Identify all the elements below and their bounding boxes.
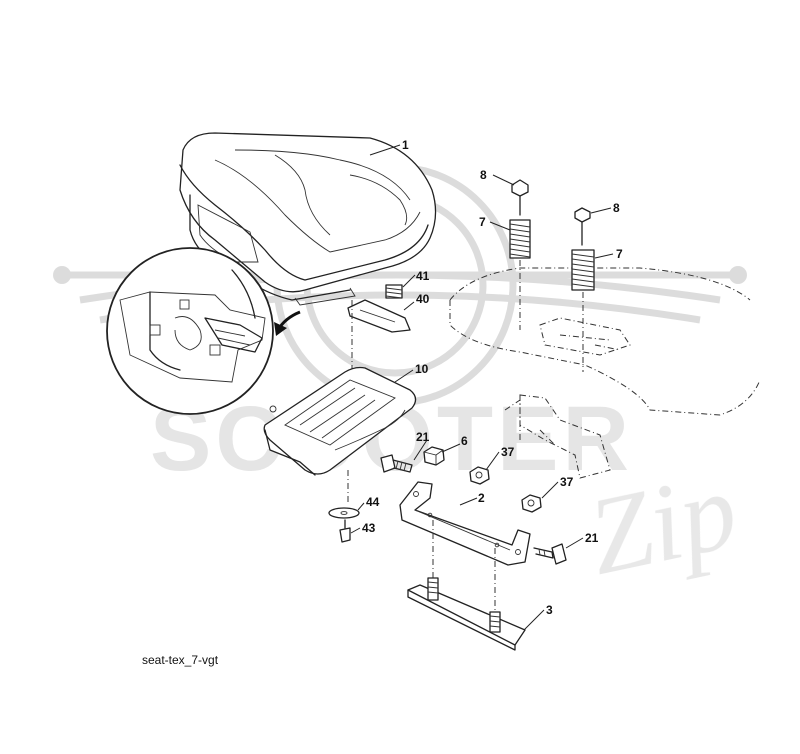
part-label-10: 10 bbox=[415, 362, 429, 376]
part-label-2: 2 bbox=[478, 491, 485, 505]
part-label-1: 1 bbox=[402, 138, 409, 152]
part-label-8-left: 8 bbox=[480, 168, 487, 182]
part-label-37-top: 37 bbox=[501, 445, 515, 459]
mower-deck bbox=[449, 267, 761, 479]
lock-nut-37-top bbox=[469, 466, 490, 485]
svg-text:Zip: Zip bbox=[578, 448, 747, 598]
bolt-21-left bbox=[380, 454, 413, 473]
detail-callout bbox=[106, 247, 301, 415]
seat bbox=[179, 132, 437, 306]
nut-6 bbox=[423, 446, 445, 466]
washer-44 bbox=[328, 507, 360, 519]
spring-41 bbox=[385, 284, 403, 299]
part-label-21-right: 21 bbox=[585, 531, 599, 545]
bolt-21-right bbox=[533, 543, 567, 565]
part-labels: 1 8 8 7 7 41 40 10 21 6 37 37 2 44 43 21… bbox=[362, 138, 623, 617]
clip-40 bbox=[347, 299, 411, 370]
leader-lines bbox=[350, 144, 614, 631]
lock-nut-37-bottom bbox=[521, 494, 542, 513]
bracket-2 bbox=[399, 481, 531, 610]
spring-7-right bbox=[571, 249, 595, 372]
part-label-21-left: 21 bbox=[416, 430, 430, 444]
bolt-8-left bbox=[511, 179, 529, 216]
part-label-7-left: 7 bbox=[479, 215, 486, 229]
part-label-3: 3 bbox=[546, 603, 553, 617]
diagram-caption: seat-tex_7-vgt bbox=[142, 653, 219, 667]
part-label-6: 6 bbox=[461, 434, 468, 448]
part-label-7-right: 7 bbox=[616, 247, 623, 261]
part-label-40: 40 bbox=[416, 292, 430, 306]
bolt-43 bbox=[339, 519, 351, 543]
spring-7-left bbox=[509, 219, 531, 330]
part-label-44: 44 bbox=[366, 495, 380, 509]
part-label-41: 41 bbox=[416, 269, 430, 283]
bolt-8-right bbox=[574, 207, 591, 246]
seat-pan bbox=[263, 366, 417, 505]
part-label-8-right: 8 bbox=[613, 201, 620, 215]
part-label-37-bottom: 37 bbox=[560, 475, 574, 489]
part-label-43: 43 bbox=[362, 521, 376, 535]
slide-plate-3 bbox=[407, 577, 526, 651]
